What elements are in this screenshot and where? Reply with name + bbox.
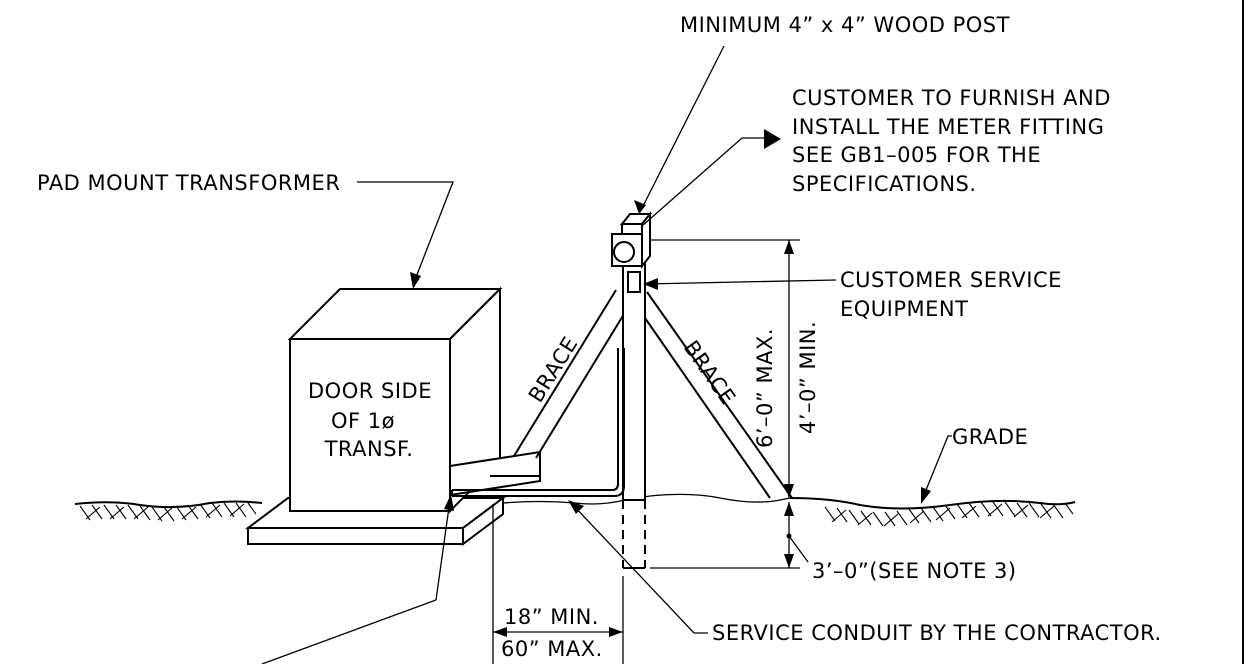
grade-leader <box>921 435 952 501</box>
service-equipment-box <box>627 271 641 293</box>
transformer-face-text: DOOR SIDE OF 1ø TRANSF. <box>308 379 432 461</box>
wood-post <box>622 261 646 569</box>
meter-fitting-note: CUSTOMER TO FURNISH AND INSTALL THE METE… <box>792 86 1111 196</box>
stub-leader-vertical <box>435 499 451 601</box>
grade-line-right <box>789 497 1076 510</box>
transformer-arrow-icon <box>410 272 421 289</box>
meter-fitting <box>611 211 653 293</box>
dim-spacing-max-label: 60” MAX. <box>501 637 603 661</box>
dim-max-height-label: 6’–0” MAX. <box>753 328 777 448</box>
pad-mount-transformer <box>245 286 506 546</box>
dim-min-height-label: 4’–0” MIN. <box>796 321 820 434</box>
grade-label: GRADE <box>952 425 1028 449</box>
transformer-face-line-2: OF 1ø <box>331 409 395 433</box>
meter-fitting-line-3: SEE GB1–005 FOR THE <box>792 143 1041 167</box>
stub-arrow-icon <box>444 494 454 511</box>
dim-spacing-min-label: 18” MIN. <box>504 605 599 629</box>
wood-post-label: MINIMUM 4” x 4” WOOD POST <box>680 13 1010 37</box>
meter-fitting-line-1: CUSTOMER TO FURNISH AND <box>792 86 1111 110</box>
meter-fitting-line-2: INSTALL THE METER FITTING <box>792 115 1104 139</box>
brace-left <box>513 289 625 459</box>
service-conduit-label: SERVICE CONDUIT BY THE CONTRACTOR. <box>712 621 1162 645</box>
wood-post-arrow-icon <box>634 200 646 214</box>
service-equipment-line-2: EQUIPMENT <box>840 297 968 321</box>
meter-fitting-line-4: SPECIFICATIONS. <box>792 172 977 196</box>
transformer-pad-front <box>247 527 464 545</box>
conduit-support-block <box>449 450 541 497</box>
wood-post-leader <box>638 45 725 215</box>
transformer-leader <box>357 181 454 286</box>
grade-line <box>502 493 791 505</box>
service-conduit-leader <box>571 503 708 634</box>
service-equipment-line-1: CUSTOMER SERVICE <box>840 268 1062 292</box>
meter-fitting-leader <box>641 137 768 227</box>
ground-hatch-left <box>74 500 263 522</box>
transformer-face-line-1: DOOR SIDE <box>308 379 432 403</box>
service-conduit-arrow-icon <box>568 500 584 514</box>
transformer-label: PAD MOUNT TRANSFORMER <box>37 171 340 195</box>
service-conduit <box>451 348 625 497</box>
brace-right <box>644 291 793 499</box>
service-equipment-leader <box>644 279 837 285</box>
ground-hatch-right <box>824 501 1074 527</box>
meter-fitting-arrow-icon <box>764 129 781 149</box>
stub-leader <box>261 599 437 664</box>
transformer-face-line-3: TRANSF. <box>324 437 414 461</box>
service-equipment-note: CUSTOMER SERVICE EQUIPMENT <box>840 268 1062 321</box>
dim-depth-label: 3’–0”(SEE NOTE 3) <box>812 559 1017 583</box>
service-equipment-arrow-icon <box>643 278 658 290</box>
height-dimensions <box>650 239 809 569</box>
brace-right-label: BRACE <box>679 336 740 409</box>
spacing-dimensions <box>492 504 624 664</box>
grade-arrow-icon <box>921 487 931 504</box>
